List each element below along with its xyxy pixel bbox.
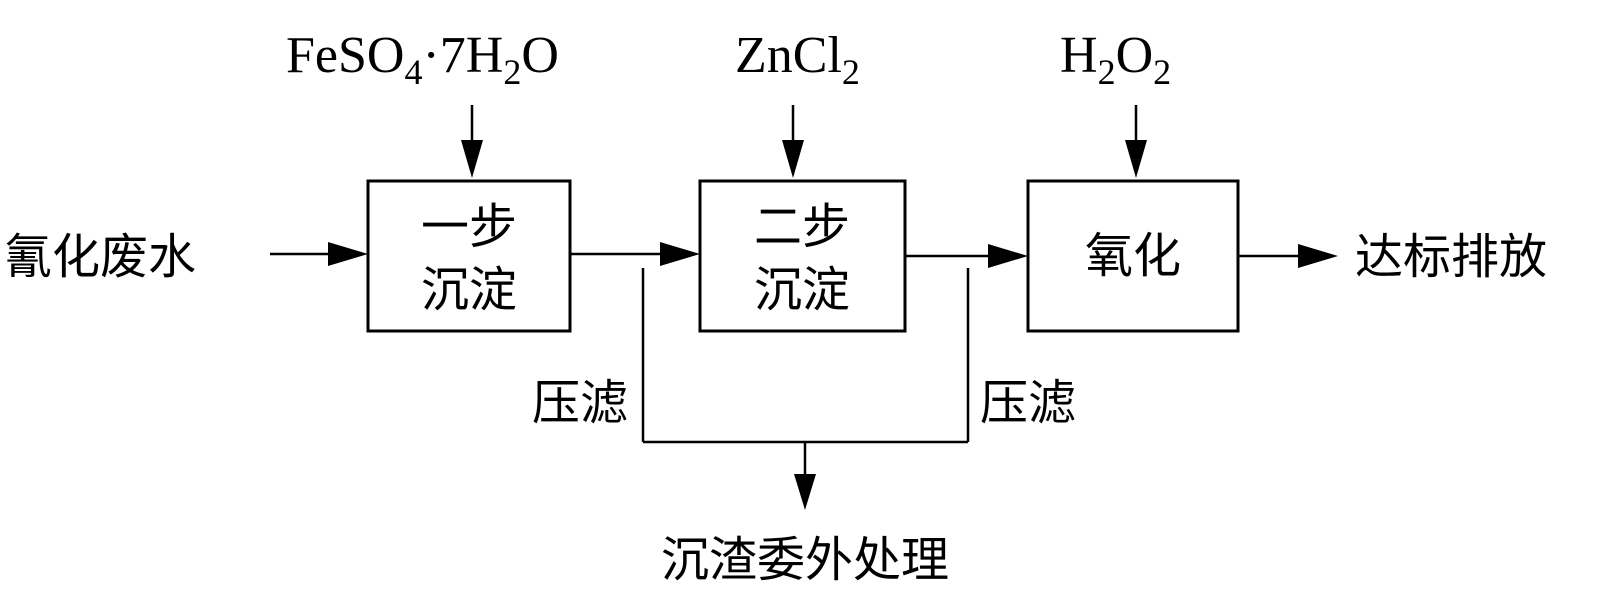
reagent-arrow-1 — [461, 105, 483, 178]
reagent-arrow-3 — [1125, 105, 1147, 178]
step1-label-line2: 沉淀 — [421, 262, 517, 318]
input-arrow — [270, 242, 368, 266]
arrow-step1-to-step2 — [570, 242, 700, 266]
reagent-feso4: FeSO4·7H2O — [286, 27, 559, 92]
reagent-zncl2: ZnCl2 — [735, 27, 860, 92]
step1-precipitation-box — [366, 179, 572, 333]
step2-label-line1: 二步 — [754, 199, 850, 255]
reagent-h2o2: H2O2 — [1060, 27, 1171, 92]
oxidation-label: 氧化 — [1085, 228, 1181, 284]
arrow-step2-to-step3 — [905, 244, 1028, 268]
output-label: 达标排放 — [1355, 229, 1547, 285]
reagent-arrow-2 — [782, 105, 804, 178]
output-arrow — [1238, 244, 1338, 268]
filter-label-2: 压滤 — [980, 375, 1076, 431]
step2-precipitation-box — [698, 179, 907, 333]
input-label: 氰化废水 — [4, 229, 196, 285]
residue-label: 沉渣委外处理 — [661, 532, 949, 588]
step2-label-line2: 沉淀 — [754, 262, 850, 318]
step1-label-line1: 一步 — [421, 199, 517, 255]
filter-label-1: 压滤 — [532, 375, 628, 431]
filter-branch-lines — [641, 268, 970, 510]
